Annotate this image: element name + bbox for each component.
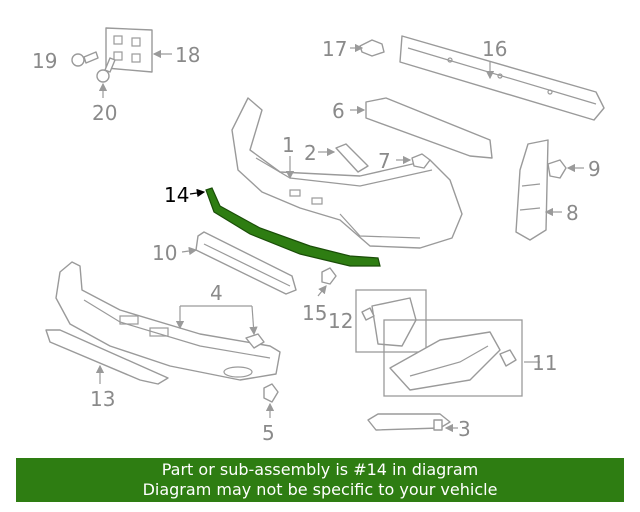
- label-8: 8: [566, 201, 579, 225]
- label-7: 7: [378, 149, 391, 173]
- label-15: 15: [302, 301, 327, 325]
- part-19-screw: 19: [32, 49, 99, 73]
- parts-diagram: 18 19 20 17 16 6: [32, 27, 605, 445]
- part-1-bumper-face: 1: [231, 97, 463, 249]
- part-4-lower-cover: 4: [55, 261, 281, 381]
- label-12: 12: [328, 309, 353, 333]
- part-13-skid-plate: 13: [45, 329, 169, 411]
- part-10-lower-grille: 10: [152, 231, 297, 295]
- banner-line-1: Part or sub-assembly is #14 in diagram: [161, 460, 479, 479]
- label-18: 18: [175, 43, 200, 67]
- label-3: 3: [458, 417, 471, 441]
- label-4: 4: [210, 281, 223, 305]
- label-10: 10: [152, 241, 177, 265]
- label-5: 5: [262, 421, 275, 445]
- label-2: 2: [304, 141, 317, 165]
- part-12-group: 12: [328, 289, 427, 353]
- part-14-lower-garnish: 14: [164, 183, 381, 267]
- part-3-trim-strip: 3: [367, 413, 471, 441]
- part-9-clip: 9: [547, 157, 601, 181]
- part-16-bumper-beam: 16: [399, 35, 605, 121]
- part-5-clip: 5: [262, 383, 279, 445]
- part-18-license-bracket: 18: [105, 27, 200, 73]
- part-7-bolt: 7: [378, 149, 431, 173]
- label-6: 6: [332, 99, 345, 123]
- label-13: 13: [90, 387, 115, 411]
- label-11: 11: [532, 351, 557, 375]
- label-17: 17: [322, 37, 347, 61]
- label-9: 9: [588, 157, 601, 181]
- label-14: 14: [164, 183, 189, 207]
- label-19: 19: [32, 49, 57, 73]
- part-8-side-bracket: 8: [515, 139, 579, 241]
- part-17-bolt: 17: [322, 37, 385, 61]
- info-banner: Part or sub-assembly is #14 in diagram D…: [16, 458, 624, 502]
- part-15-clip: 15: [302, 267, 337, 325]
- label-1: 1: [282, 133, 295, 157]
- part-2-bracket: 2: [304, 141, 369, 173]
- label-20: 20: [92, 101, 117, 125]
- part-20-screw: 20: [92, 57, 117, 125]
- part-6-absorber: 6: [332, 97, 493, 159]
- banner-line-2: Diagram may not be specific to your vehi…: [142, 480, 498, 499]
- label-16: 16: [482, 37, 507, 61]
- part-11-group: 11: [383, 319, 557, 397]
